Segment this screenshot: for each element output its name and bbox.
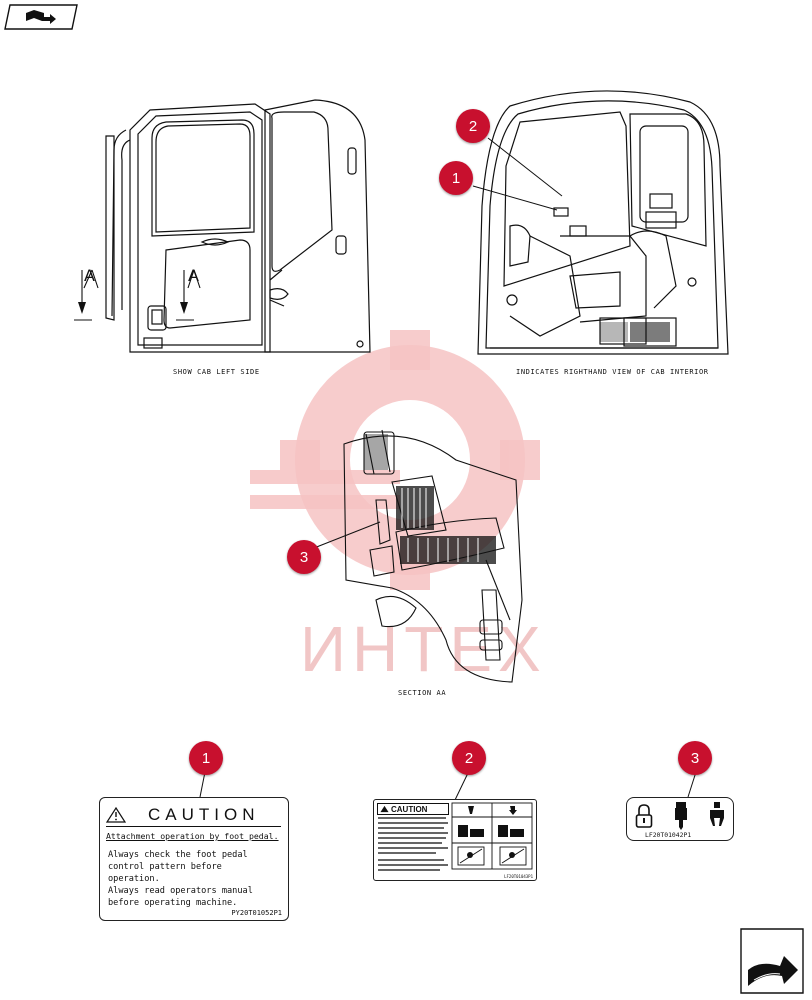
decal-1-header-row: CAUTION — [105, 804, 281, 827]
callout-1-interior[interactable]: 1 — [439, 161, 473, 195]
decal-1-line: before operating machine. — [108, 898, 238, 908]
decal-1-line: control pattern before — [108, 862, 222, 872]
decal-1-line: Always check the foot pedal — [108, 850, 248, 860]
decal-2-caution-breaker: CAUTION LF20T01043P1 — [373, 799, 537, 881]
caption-section-aa: SECTION AA — [398, 689, 447, 697]
decal-2-pictograms — [451, 802, 533, 870]
decal-2-code: LF20T01043P1 — [504, 874, 533, 879]
decal-1-code: PY20T01052P1 — [231, 909, 282, 917]
cab-left-side-view — [74, 99, 371, 353]
decal-3-code: LF20T01042P1 — [645, 831, 692, 839]
warning-triangle-icon — [380, 805, 389, 813]
section-marker-left: A — [84, 266, 95, 285]
callout-3-section[interactable]: 3 — [287, 540, 321, 574]
decal-3-pictograms: LF20T01042P1 — [626, 797, 734, 841]
decal-1-line: Always read operators manual — [108, 886, 253, 896]
section-marker-right: A — [188, 266, 199, 285]
next-page-arrow-icon[interactable] — [740, 928, 804, 994]
decal-2-header: CAUTION — [391, 804, 428, 814]
warning-triangle-icon — [105, 806, 127, 823]
callout-3-decal[interactable]: 3 — [678, 741, 712, 775]
decal-1-caution-foot-pedal: CAUTION Attachment operation by foot ped… — [99, 797, 289, 921]
decal-2-header-row: CAUTION — [377, 803, 449, 815]
decal-2-fine-print — [378, 817, 448, 871]
watermark-text: ИНТЕХ — [300, 613, 547, 685]
grapple-icon — [710, 802, 724, 826]
callout-2-decal[interactable]: 2 — [452, 741, 486, 775]
lock-icon — [635, 804, 653, 828]
decal-1-header: CAUTION — [148, 805, 260, 824]
decal-1-subheader: Attachment operation by foot pedal. — [106, 831, 279, 841]
callout-1-decal[interactable]: 1 — [189, 741, 223, 775]
hammer-icon — [675, 802, 687, 830]
callout-2-interior[interactable]: 2 — [456, 109, 490, 143]
book-arrow-icon[interactable] — [4, 4, 78, 30]
caption-cab-right: INDICATES RIGHTHAND VIEW OF CAB INTERIOR — [516, 368, 709, 376]
decal-1-body: Always check the foot pedal control patt… — [108, 849, 253, 909]
section-aa-view — [343, 429, 523, 683]
caption-cab-left: SHOW CAB LEFT SIDE — [173, 368, 260, 376]
decal-1-line: operation. — [108, 874, 160, 884]
cab-right-interior-view — [477, 90, 729, 355]
